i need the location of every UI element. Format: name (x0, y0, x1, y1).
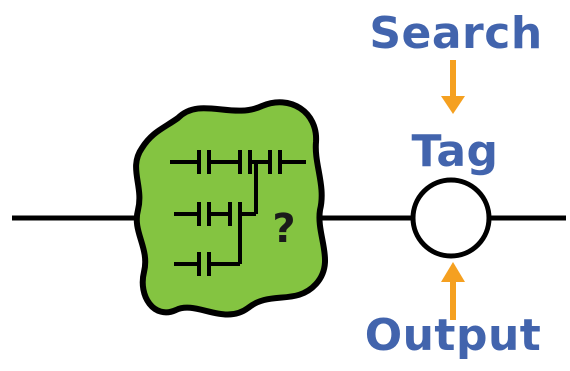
unknown-logic-symbol: ? (272, 206, 295, 252)
tag-label: Tag (411, 126, 499, 177)
contact-network (170, 150, 306, 276)
ladder-logic-contacts-icon: ? (133, 99, 328, 318)
arrow-down-icon (441, 60, 465, 114)
arrow-up-icon (441, 262, 465, 320)
search-label: Search (369, 8, 543, 59)
output-coil-icon (410, 177, 492, 259)
output-label: Output (364, 310, 542, 361)
